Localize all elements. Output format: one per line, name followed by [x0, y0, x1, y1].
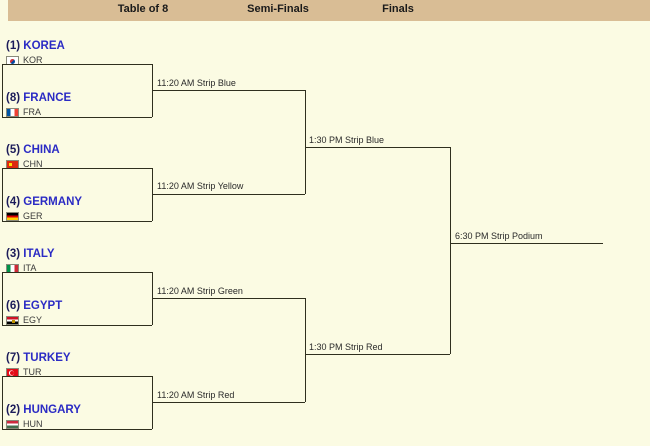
team-code-turkey: TUR [23, 367, 42, 377]
qf3-line-top [2, 272, 152, 273]
team-name-france: (8) FRANCE [6, 91, 156, 105]
team-name-china: (5) CHINA [6, 143, 156, 157]
team-seed-egypt: (6) [6, 300, 21, 312]
team-country-egypt: EGY [6, 315, 156, 326]
team-label-egypt: EGYPT [23, 300, 63, 312]
team-name-italy: (3) ITALY [6, 247, 156, 261]
sf1-line-top [152, 90, 305, 91]
match-label-final: 6:30 PM Strip Podium [455, 231, 543, 241]
bracket-team-france[interactable]: (8) FRANCE FRA [6, 91, 156, 118]
bracket-team-egypt[interactable]: (6) EGYPT EGY [6, 299, 156, 326]
flag-egypt-icon [6, 316, 19, 325]
qf4-line-left [2, 376, 3, 429]
team-name-germany: (4) GERMANY [6, 195, 156, 209]
match-label-qf1: 11:20 AM Strip Blue [157, 78, 236, 88]
qf4-line-bottom [2, 429, 152, 430]
header-column-table-of-8: Table of 8 [117, 3, 169, 15]
team-name-korea: (1) KOREA [6, 39, 156, 53]
team-country-france: FRA [6, 107, 156, 118]
team-seed-turkey: (7) [6, 352, 21, 364]
bracket-team-italy[interactable]: (3) ITALY ITA [6, 247, 156, 274]
bracket-team-hungary[interactable]: (2) HUNGARY HUN [6, 403, 156, 430]
match-label-sf1: 1:30 PM Strip Blue [309, 135, 385, 145]
team-code-italy: ITA [23, 263, 37, 273]
qf4-line-top [2, 376, 152, 377]
team-seed-germany: (4) [6, 196, 21, 208]
qf3-line-left [2, 272, 3, 325]
sf2-line-join [305, 298, 306, 402]
match-label-sf2: 1:30 PM Strip Red [309, 342, 383, 352]
match-label-qf3: 11:20 AM Strip Green [157, 286, 243, 296]
team-code-korea: KOR [23, 55, 43, 65]
team-code-france: FRA [23, 107, 41, 117]
qf1-line-left [2, 64, 3, 117]
sf2-line-top [152, 298, 305, 299]
champion-line [450, 243, 603, 244]
team-seed-china: (5) [6, 144, 21, 156]
final-line-top [305, 147, 450, 148]
qf2-line-bottom [2, 221, 152, 222]
team-country-germany: GER [6, 211, 156, 222]
team-label-hungary: HUNGARY [23, 404, 81, 416]
match-label-qf4: 11:20 AM Strip Red [157, 390, 235, 400]
team-seed-hungary: (2) [6, 404, 21, 416]
flag-hungary-icon [6, 420, 19, 429]
team-code-egypt: EGY [23, 315, 43, 325]
team-code-germany: GER [23, 211, 43, 221]
flag-germany-icon [6, 212, 19, 221]
qf3-line-bottom [2, 325, 152, 326]
match-label-qf2: 11:20 AM Strip Yellow [157, 181, 244, 191]
team-seed-korea: (1) [6, 40, 21, 52]
team-country-hungary: HUN [6, 419, 156, 430]
team-seed-italy: (3) [6, 248, 21, 260]
team-name-turkey: (7) TURKEY [6, 351, 156, 365]
final-line-bottom [305, 354, 450, 355]
team-label-korea: KOREA [23, 40, 65, 52]
team-code-hungary: HUN [23, 419, 43, 429]
team-label-turkey: TURKEY [23, 352, 71, 364]
team-name-hungary: (2) HUNGARY [6, 403, 156, 417]
bracket-team-turkey[interactable]: (7) TURKEY TUR [6, 351, 156, 378]
qf2-line-left [2, 168, 3, 221]
team-label-france: FRANCE [23, 92, 72, 104]
team-label-china: CHINA [23, 144, 60, 156]
team-seed-france: (8) [6, 92, 21, 104]
qf1-line-top [2, 64, 152, 65]
sf1-line-join [305, 90, 306, 194]
bracket-team-korea[interactable]: (1) KOREA KOR [6, 39, 156, 66]
qf1-line-bottom [2, 117, 152, 118]
qf2-line-top [2, 168, 152, 169]
bracket-header-bar: Table of 8 Semi-Finals Finals [8, 0, 650, 21]
team-code-china: CHN [23, 159, 43, 169]
tournament-bracket: (1) KOREA KOR (8) FRANCE FRA (5) CHINA C… [0, 21, 650, 446]
team-label-italy: ITALY [23, 248, 55, 260]
team-name-egypt: (6) EGYPT [6, 299, 156, 313]
header-column-semi-finals: Semi-Finals [247, 3, 309, 15]
bracket-team-germany[interactable]: (4) GERMANY GER [6, 195, 156, 222]
sf2-line-bottom [152, 402, 305, 403]
team-label-germany: GERMANY [23, 196, 83, 208]
header-column-finals: Finals [382, 3, 414, 15]
flag-france-icon [6, 108, 19, 117]
sf1-line-bottom [152, 194, 305, 195]
final-line-join [450, 147, 451, 354]
bracket-team-china[interactable]: (5) CHINA CHN [6, 143, 156, 170]
